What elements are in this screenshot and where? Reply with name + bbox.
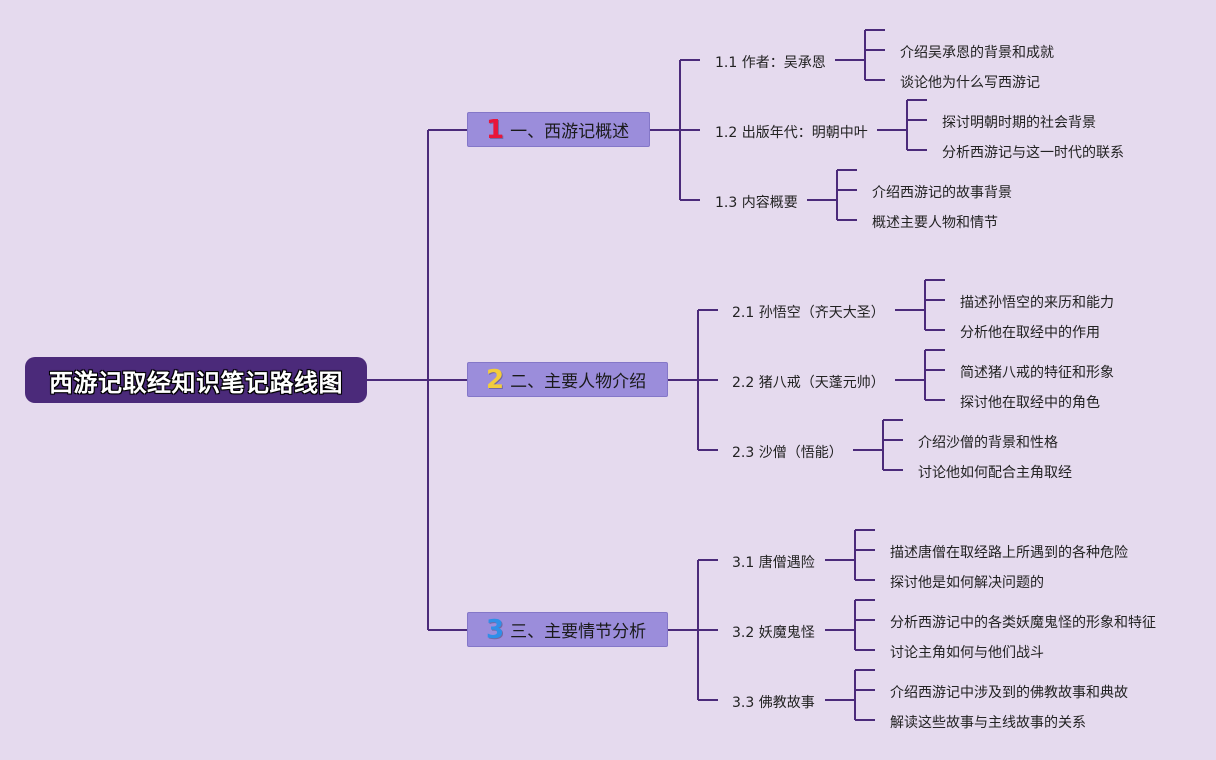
leaf-1-3-1: 介绍西游记的故事背景: [872, 185, 1012, 201]
leaf-3-2-2: 讨论主角如何与他们战斗: [890, 645, 1044, 661]
leaf-1-2-1: 探讨明朝时期的社会背景: [942, 115, 1096, 131]
section-3-label: 三、主要情节分析: [510, 622, 647, 642]
sub-2-1[interactable]: 2.1 孙悟空（齐天大圣）: [732, 305, 885, 321]
section-1-number: 1: [486, 114, 505, 145]
section-1-label: 一、西游记概述: [510, 122, 630, 142]
root-title: 西游记取经知识笔记路线图: [25, 357, 367, 403]
sub-1-3[interactable]: 1.3 内容概要: [715, 195, 798, 211]
section-3-node[interactable]: 3 三、主要情节分析: [467, 612, 668, 647]
sub-2-3[interactable]: 2.3 沙僧（悟能）: [732, 445, 843, 461]
section-2-number: 2: [486, 364, 505, 395]
section-2-label: 二、主要人物介绍: [510, 372, 647, 392]
leaf-2-3-2: 讨论他如何配合主角取经: [918, 465, 1072, 481]
sub-2-2[interactable]: 2.2 猪八戒（天蓬元帅）: [732, 375, 885, 391]
leaf-2-2-2: 探讨他在取经中的角色: [960, 395, 1100, 411]
section-3-number: 3: [486, 614, 505, 645]
sub-1-1[interactable]: 1.1 作者：吴承恩: [715, 55, 826, 71]
leaf-2-3-1: 介绍沙僧的背景和性格: [918, 435, 1058, 451]
leaf-2-1-2: 分析他在取经中的作用: [960, 325, 1100, 341]
leaf-1-1-1: 介绍吴承恩的背景和成就: [900, 45, 1054, 61]
sub-3-3[interactable]: 3.3 佛教故事: [732, 695, 815, 711]
sub-1-2[interactable]: 1.2 出版年代：明朝中叶: [715, 125, 868, 141]
leaf-3-3-1: 介绍西游记中涉及到的佛教故事和典故: [890, 685, 1128, 701]
section-1-node[interactable]: 1 一、西游记概述: [467, 112, 650, 147]
leaf-3-1-2: 探讨他是如何解决问题的: [890, 575, 1044, 591]
section-2-node[interactable]: 2 二、主要人物介绍: [467, 362, 668, 397]
leaf-3-2-1: 分析西游记中的各类妖魔鬼怪的形象和特征: [890, 615, 1156, 631]
leaf-3-3-2: 解读这些故事与主线故事的关系: [890, 715, 1086, 731]
leaf-1-1-2: 谈论他为什么写西游记: [900, 75, 1040, 91]
leaf-1-2-2: 分析西游记与这一时代的联系: [942, 145, 1124, 161]
leaf-2-2-1: 简述猪八戒的特征和形象: [960, 365, 1114, 381]
leaf-3-1-1: 描述唐僧在取经路上所遇到的各种危险: [890, 545, 1128, 561]
sub-3-2[interactable]: 3.2 妖魔鬼怪: [732, 625, 815, 641]
sub-3-1[interactable]: 3.1 唐僧遇险: [732, 555, 815, 571]
leaf-1-3-2: 概述主要人物和情节: [872, 215, 998, 231]
leaf-2-1-1: 描述孙悟空的来历和能力: [960, 295, 1114, 311]
